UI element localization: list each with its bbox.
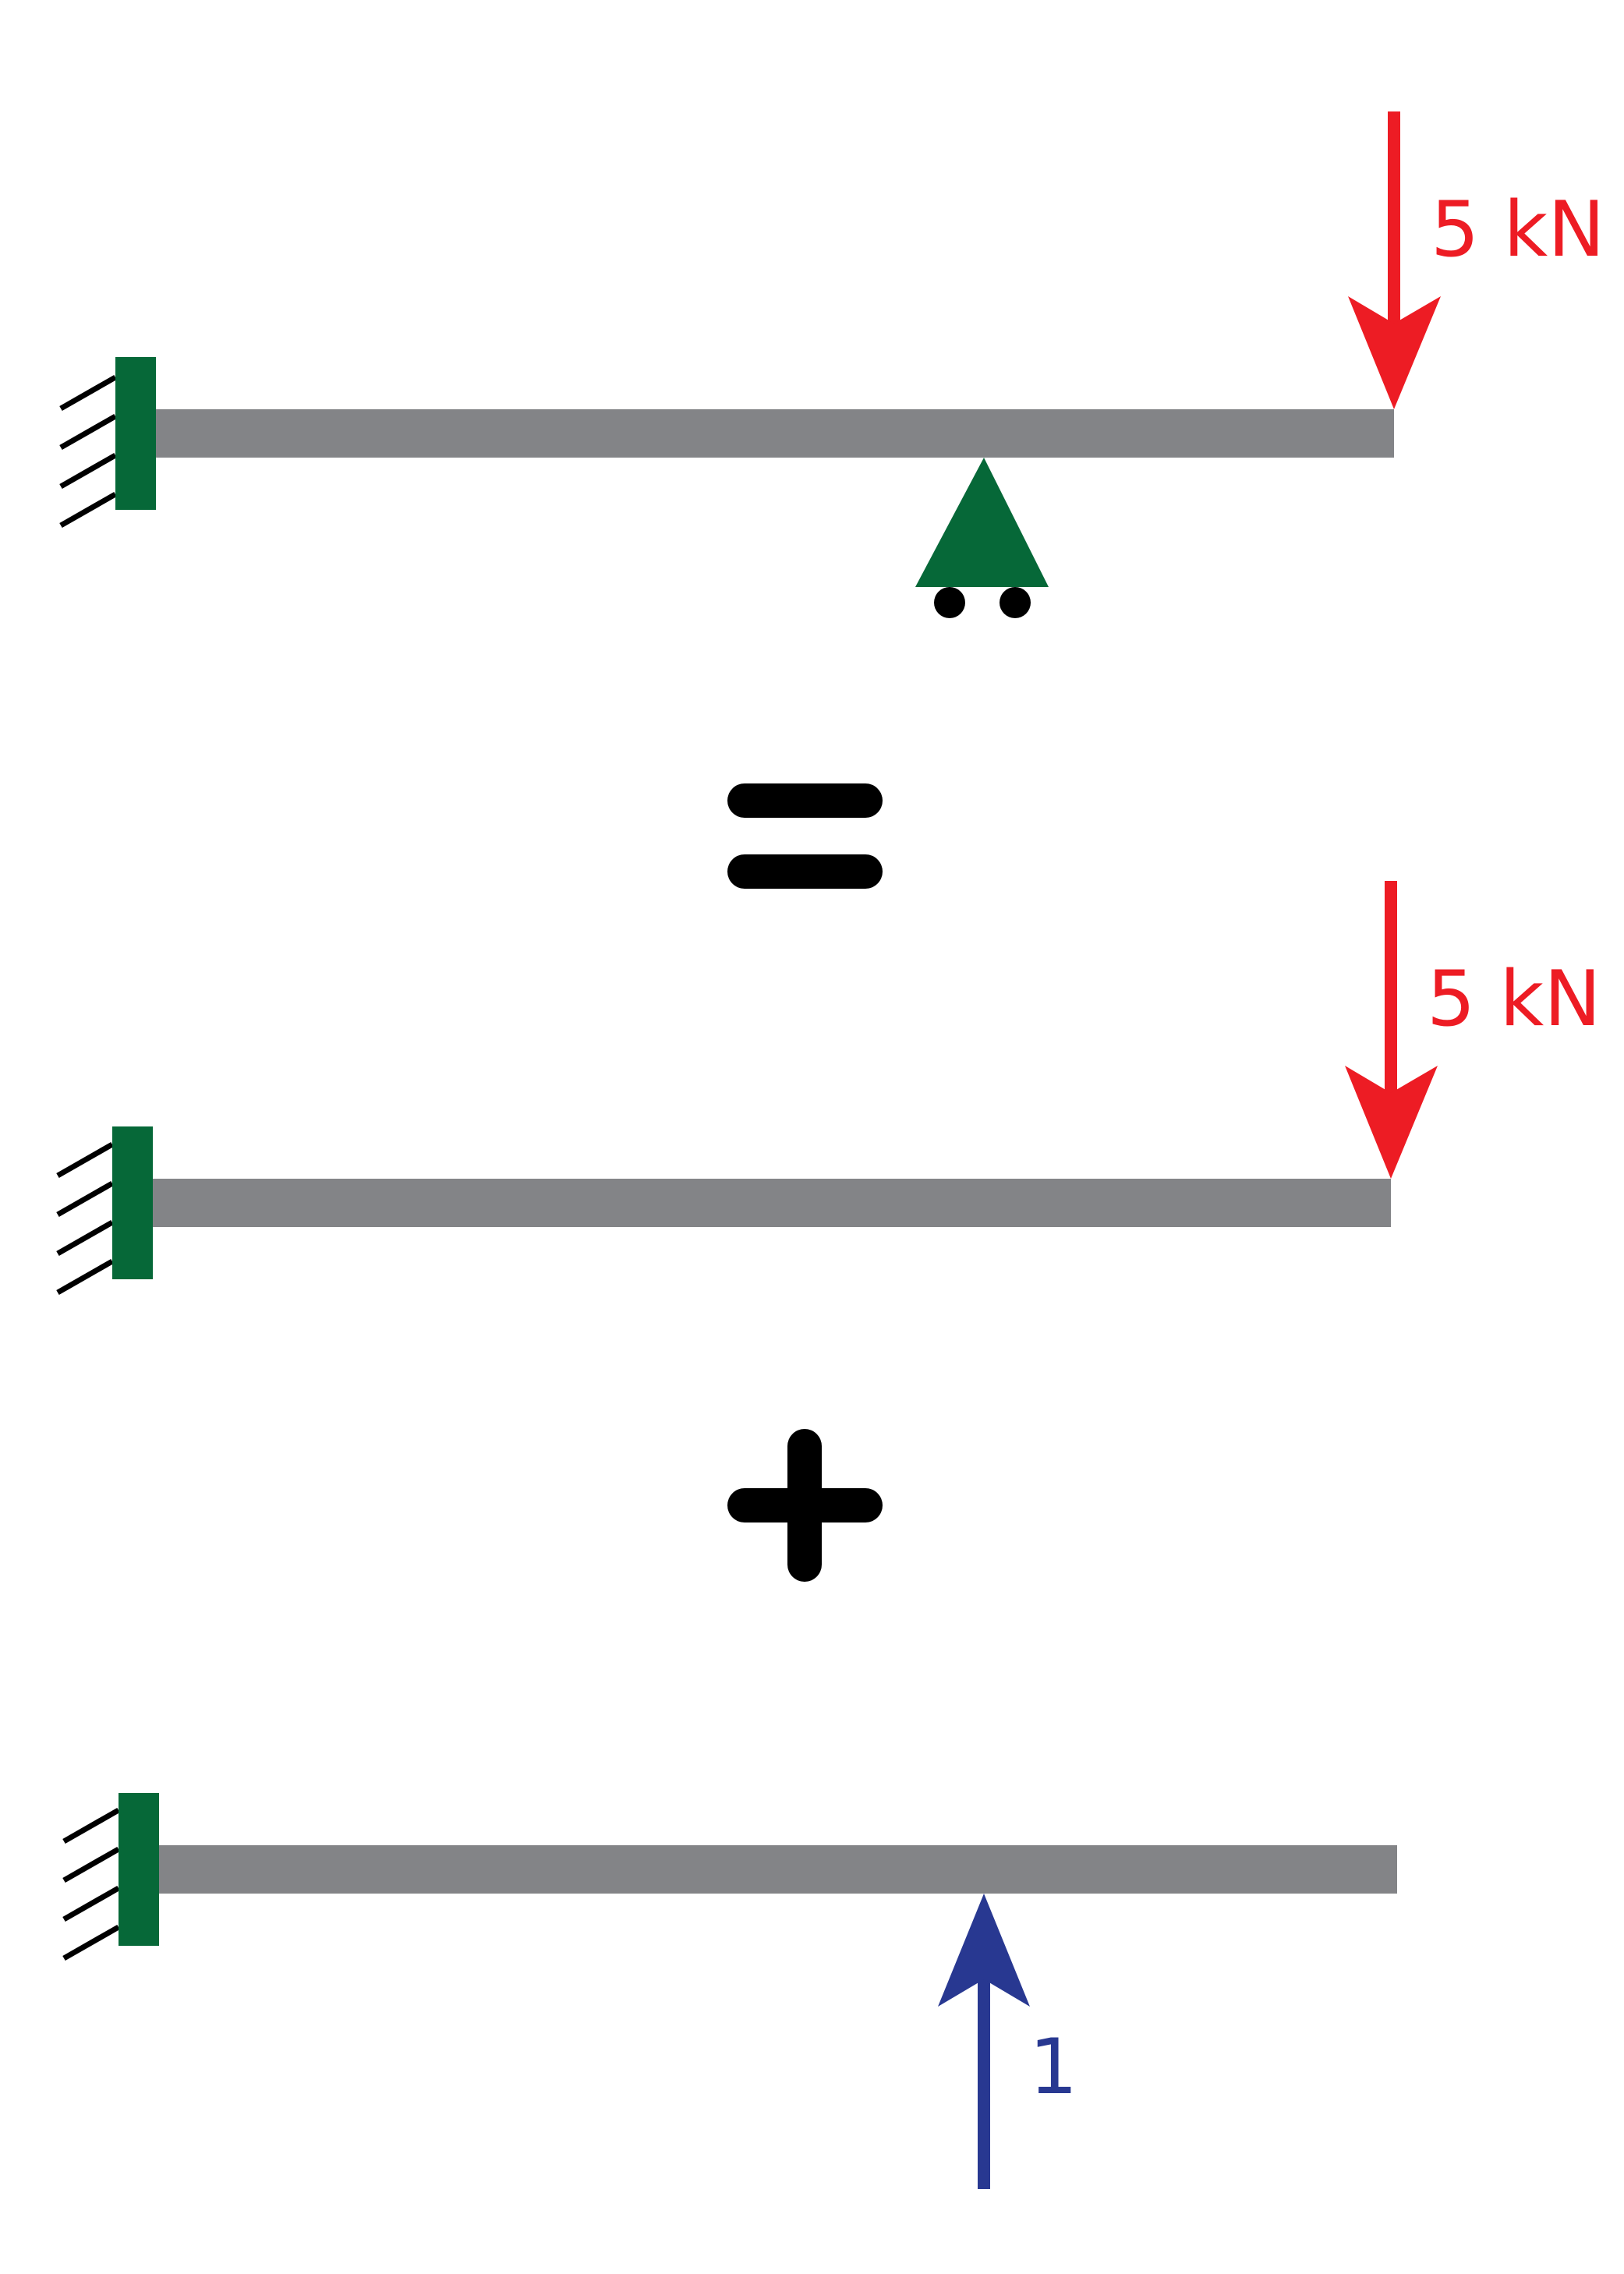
- hatch-line: [56, 1219, 114, 1257]
- fixed-support-icon: [62, 1807, 120, 1961]
- hatch-line: [59, 491, 117, 529]
- fixed-support-plate: [115, 357, 156, 510]
- fixed-support-plate: [119, 1793, 159, 1946]
- hatch-line: [56, 1258, 114, 1296]
- fixed-support-icon: [59, 374, 117, 529]
- roller-wheel: [1000, 587, 1031, 618]
- panel-original-beam: 5 kN: [59, 111, 1605, 618]
- roller-support-icon: [915, 458, 1049, 618]
- load-label: 5 kN: [1431, 186, 1605, 274]
- hatch-line: [62, 1846, 120, 1883]
- hatch-line: [56, 1141, 114, 1179]
- hatch-line: [62, 1924, 120, 1961]
- fixed-support-icon: [56, 1141, 114, 1296]
- force-head: [938, 1894, 1030, 2007]
- equals-sign-icon: [727, 783, 883, 889]
- downward-force-arrow-icon: [1345, 881, 1438, 1179]
- downward-force-arrow-icon: [1348, 111, 1441, 409]
- force-head: [1348, 296, 1441, 409]
- hatch-line: [62, 1885, 120, 1922]
- force-head: [1345, 1066, 1438, 1179]
- panel-redundant-structure: 1: [62, 1793, 1397, 2189]
- hatch-line: [56, 1180, 114, 1218]
- beam: [156, 1845, 1397, 1894]
- roller-triangle: [915, 458, 1049, 587]
- hatch-line: [59, 413, 117, 451]
- plus-sign-icon: [727, 1429, 883, 1582]
- hatch-line: [62, 1807, 120, 1844]
- fixed-support-plate: [112, 1126, 153, 1279]
- upward-force-arrow-icon: [938, 1894, 1030, 2189]
- beam: [151, 1179, 1391, 1227]
- unit-load-label: 1: [1029, 2023, 1077, 2112]
- load-label: 5 kN: [1427, 955, 1601, 1044]
- beam: [154, 409, 1394, 458]
- panel-primary-structure: 5 kN: [56, 881, 1601, 1296]
- hatch-line: [59, 374, 117, 412]
- hatch-line: [59, 452, 117, 490]
- roller-wheel: [934, 587, 965, 618]
